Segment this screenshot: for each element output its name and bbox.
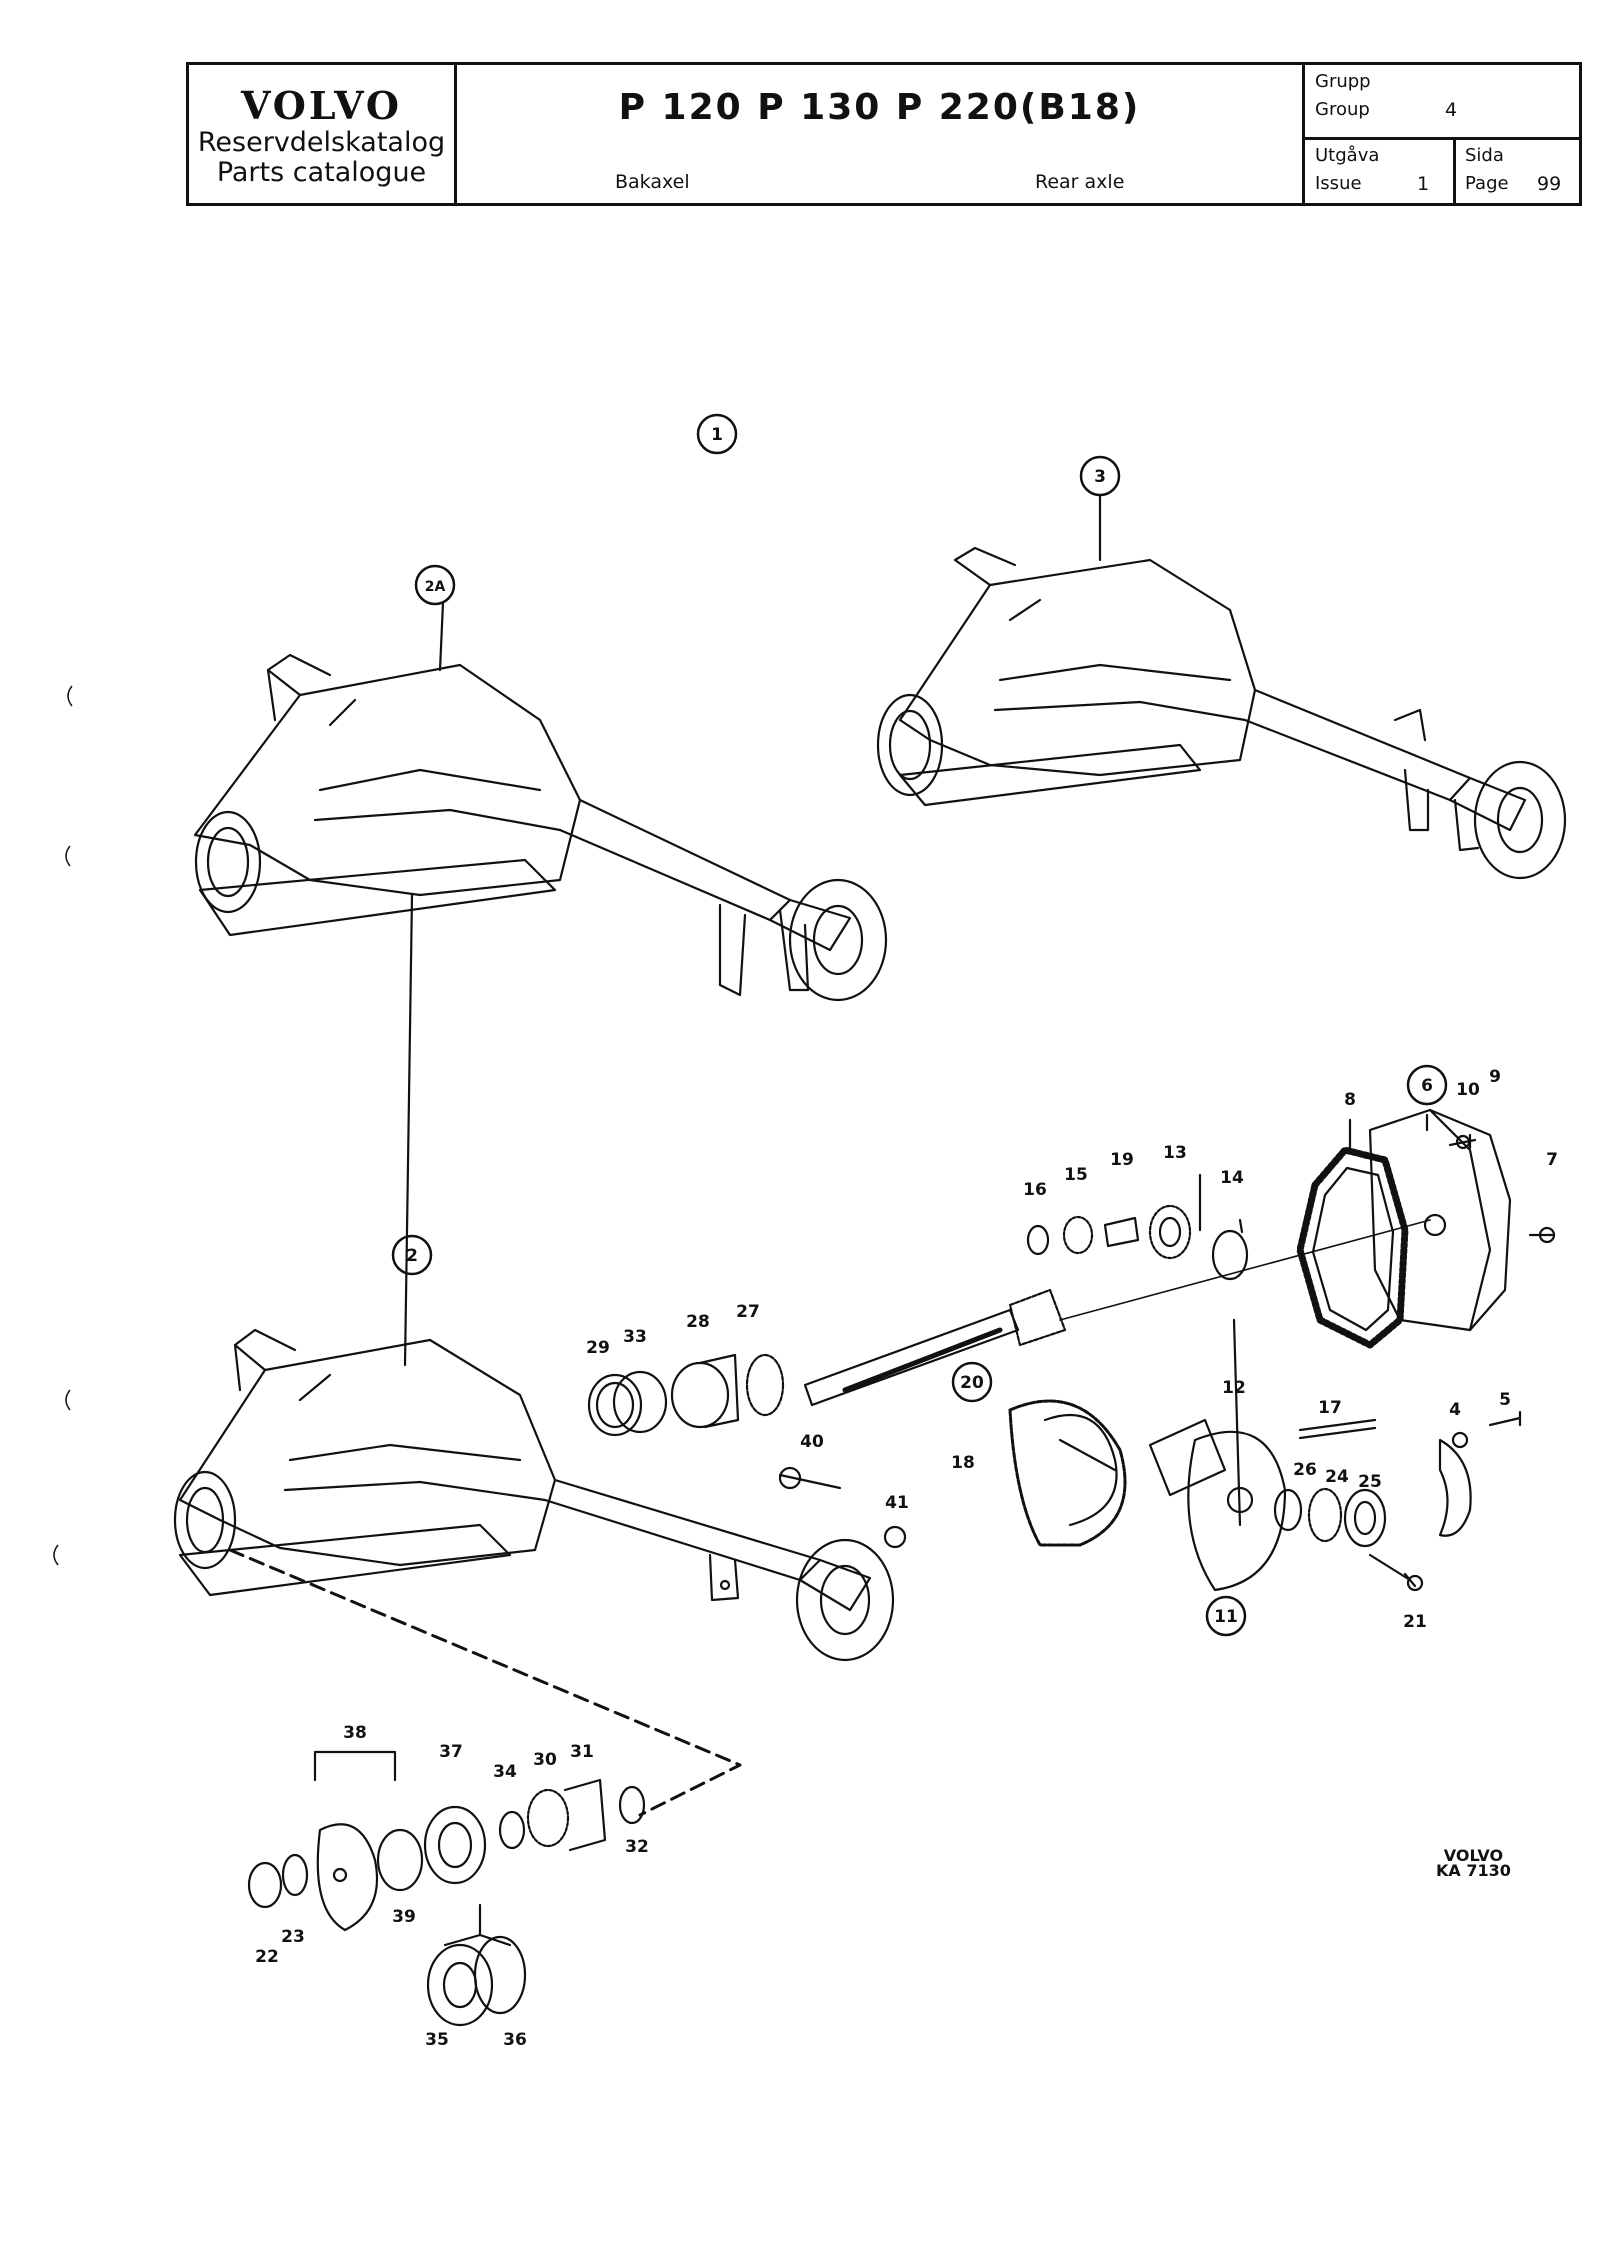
section-title-en: Rear axle — [1035, 171, 1125, 193]
page-label-sv: Sida — [1465, 145, 1504, 166]
callout-3: 3 — [1094, 467, 1106, 487]
model-list: P 120 P 130 P 220(B18) — [618, 87, 1141, 128]
hub-assembly-38 — [247, 1778, 646, 1932]
callout-40: 40 — [800, 1432, 824, 1452]
model-cell: P 120 P 130 P 220(B18) Bakaxel Rear axle — [457, 65, 1305, 203]
group-label-sv: Grupp — [1315, 71, 1371, 92]
callout-26: 26 — [1293, 1460, 1317, 1480]
callout-31: 31 — [570, 1742, 594, 1762]
callout-19: 19 — [1110, 1150, 1134, 1170]
subtitle-sv: Reservdelskatalog — [197, 127, 446, 158]
callout-21: 21 — [1403, 1612, 1427, 1632]
info-divider — [1453, 137, 1456, 203]
callout-24: 24 — [1325, 1467, 1349, 1487]
logo-cell: VOLVO Reservdelskatalog Parts catalogue — [189, 65, 457, 203]
callout-35: 35 — [425, 2030, 449, 2050]
callout-25: 25 — [1358, 1472, 1382, 1492]
group-label-en: Group — [1315, 99, 1370, 120]
callout-39: 39 — [392, 1907, 416, 1927]
issue-value: 1 — [1417, 173, 1430, 195]
page-value: 99 — [1537, 173, 1562, 195]
callout-29: 29 — [586, 1338, 610, 1358]
callout-7: 7 — [1546, 1150, 1558, 1170]
group-box: Grupp Group 4 — [1305, 65, 1579, 140]
ref-code: KA 7130 — [1436, 1861, 1511, 1880]
title-block: VOLVO Reservdelskatalog Parts catalogue … — [186, 62, 1582, 206]
gasket-8 — [1296, 1146, 1409, 1349]
callout-41: 41 — [885, 1493, 909, 1513]
differential-case-12 — [1148, 1418, 1287, 1592]
callout-30: 30 — [533, 1750, 557, 1770]
callout-37: 37 — [439, 1742, 463, 1762]
drawing-reference: VOLVO KA 7130 — [1436, 1846, 1511, 1880]
callout-1: 1 — [711, 425, 723, 445]
page-label-en: Page — [1465, 173, 1509, 194]
rear-cover-6 — [1368, 1108, 1512, 1332]
callout-2a: 2A — [425, 579, 446, 595]
callout-5: 5 — [1499, 1390, 1511, 1410]
callout-11: 11 — [1214, 1607, 1238, 1627]
callout-32: 32 — [625, 1837, 649, 1857]
callout-4: 4 — [1449, 1400, 1461, 1420]
subtitle-en: Parts catalogue — [216, 157, 427, 188]
issue-label-sv: Utgåva — [1315, 145, 1380, 166]
info-cell: Grupp Group 4 Utgåva Issue 1 Sida Page 9… — [1305, 65, 1579, 203]
callout-13: 13 — [1163, 1143, 1187, 1163]
axle-housing-3 — [876, 546, 1567, 880]
callout-15: 15 — [1064, 1165, 1088, 1185]
brand-logo: VOLVO — [240, 83, 403, 128]
callout-2: 2 — [406, 1246, 418, 1266]
callout-17: 17 — [1318, 1398, 1342, 1418]
axle-housing-2 — [173, 1328, 895, 1662]
axle-housing-2a — [193, 653, 888, 1002]
callout-33: 33 — [623, 1327, 647, 1347]
callout-18: 18 — [951, 1453, 975, 1473]
issue-label-en: Issue — [1315, 173, 1362, 194]
callout-16: 16 — [1023, 1180, 1047, 1200]
ref-brand: VOLVO — [1443, 1846, 1504, 1865]
callout-23: 23 — [281, 1927, 305, 1947]
callout-27: 27 — [736, 1302, 760, 1322]
callout-20: 20 — [960, 1373, 984, 1393]
callout-38: 38 — [343, 1723, 367, 1743]
callout-34: 34 — [493, 1762, 517, 1782]
callout-9: 9 — [1489, 1067, 1501, 1087]
callout-36: 36 — [503, 2030, 527, 2050]
crown-wheel-18 — [1008, 1399, 1127, 1547]
section-title-sv: Bakaxel — [615, 171, 690, 193]
callout-10: 10 — [1456, 1080, 1480, 1100]
callout-12: 12 — [1222, 1378, 1246, 1398]
group-value: 4 — [1445, 99, 1458, 121]
callout-28: 28 — [686, 1312, 710, 1332]
callout-8: 8 — [1344, 1090, 1356, 1110]
callout-6: 6 — [1421, 1076, 1433, 1096]
callout-22: 22 — [255, 1947, 279, 1967]
callout-14: 14 — [1220, 1168, 1244, 1188]
pinion-shaft-20 — [803, 1288, 1067, 1407]
